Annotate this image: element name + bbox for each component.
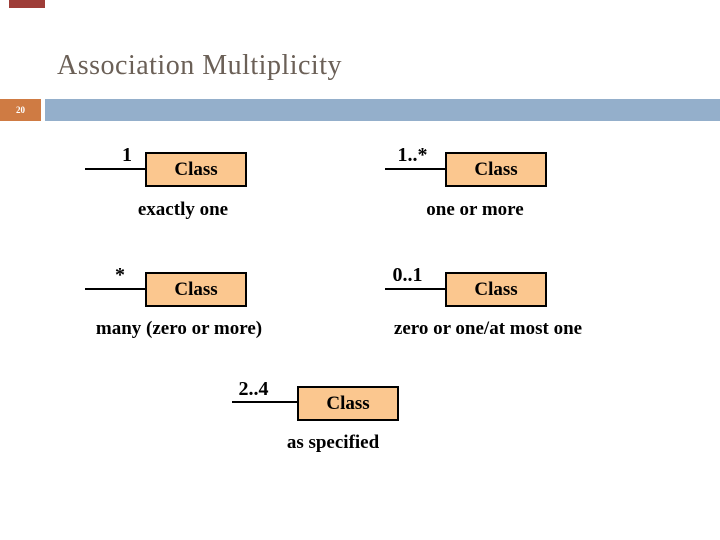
meaning-caption: as specified: [286, 432, 380, 453]
meaning-caption: many (zero or more): [95, 318, 263, 339]
multiplicity-label: 0..1: [392, 264, 423, 286]
class-box-label: Class: [174, 159, 218, 180]
class-box: Class: [445, 152, 547, 187]
page-number-box: 20: [0, 99, 41, 121]
multiplicity-label: *: [115, 264, 125, 286]
class-box-label: Class: [326, 393, 370, 414]
class-box-label: Class: [474, 279, 518, 300]
corner-mark: [9, 0, 45, 8]
meaning-caption: zero or one/at most one: [393, 318, 583, 339]
class-box-label: Class: [474, 159, 518, 180]
class-box: Class: [145, 152, 247, 187]
class-box: Class: [297, 386, 399, 421]
association-line: [385, 168, 446, 170]
association-line: [385, 288, 446, 290]
page-number: 20: [16, 105, 25, 115]
multiplicity-label: 2..4: [238, 378, 269, 400]
class-box-label: Class: [174, 279, 218, 300]
meaning-caption: one or more: [426, 199, 524, 220]
accent-bar: [45, 99, 720, 121]
association-line: [85, 288, 146, 290]
association-line: [85, 168, 146, 170]
association-line: [232, 401, 298, 403]
class-box: Class: [145, 272, 247, 307]
class-box: Class: [445, 272, 547, 307]
multiplicity-label: 1: [122, 144, 132, 166]
meaning-caption: exactly one: [137, 199, 229, 220]
page-title: Association Multiplicity: [57, 50, 342, 81]
multiplicity-label: 1..*: [397, 144, 428, 166]
